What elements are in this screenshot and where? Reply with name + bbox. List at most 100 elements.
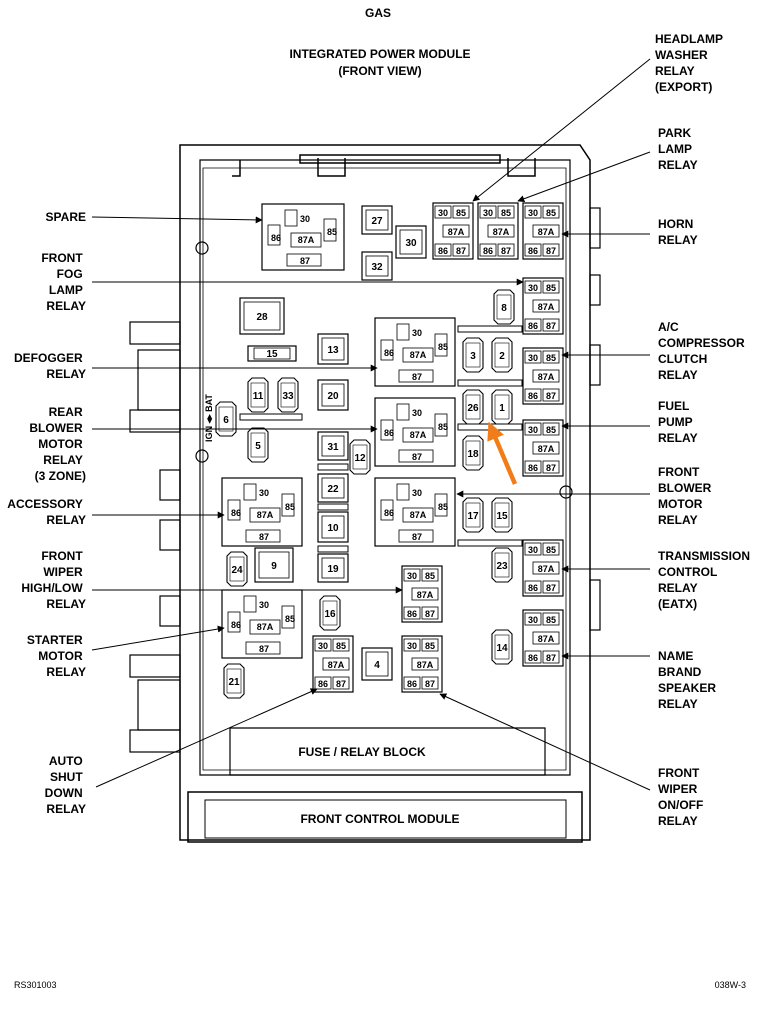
leader-spare [91, 216, 263, 224]
relay-front-wiper-on-off-pin-85: 85 [425, 641, 435, 651]
relay-front-wiper-high-low-pin-86-box [403, 606, 421, 620]
relay-ac-compressor-pin-87a: 87A [538, 372, 555, 382]
fuse-6-window [218, 406, 234, 432]
relay-defogger-body [374, 317, 456, 387]
fuse-4: 4 [361, 647, 393, 681]
relay-name-brand-pin-87a-box [532, 631, 560, 645]
relay-spare-body [261, 203, 345, 271]
relay-auto-shut-down-pin-30: 30 [318, 641, 328, 651]
relay-horn-pin-87-box [542, 243, 560, 257]
bus-bar-6 [317, 463, 349, 471]
fuse-13: 13 [317, 333, 349, 365]
relay-starter-pin-86-box [227, 611, 241, 633]
relay-headlamp-washer-pin-87: 87 [456, 246, 466, 256]
fuse-27-number: 27 [371, 216, 383, 227]
relay-accessory-pin-87a-box [249, 507, 281, 523]
fuse-30-outer [395, 225, 427, 259]
relay-auto-shut-down-pin-86-box [314, 676, 332, 690]
relay-rear-blower-body [374, 397, 456, 467]
fuse-20: 20 [317, 379, 349, 411]
relay-defogger-pin-87a: 87A [410, 350, 427, 360]
fuse-23-number: 23 [496, 561, 508, 572]
fuse-15-mini-body [491, 497, 513, 533]
relay-front-blower-pin-86-box [380, 499, 394, 521]
fuse-9-outer [254, 547, 294, 583]
relay-auto-shut-down-pin-30-box [314, 638, 332, 652]
fuse-1: 1 [491, 389, 513, 425]
relay-defogger-pin-86-box [380, 339, 394, 361]
fuse-33-window [280, 382, 296, 408]
fuse-12-number: 12 [354, 453, 366, 464]
relay-headlamp-washer-pin-86: 86 [438, 246, 448, 256]
relay-spare-pin-30: 30 [300, 214, 310, 224]
relay-front-fog-pin-86: 86 [528, 321, 538, 331]
relay-front-wiper-high-low-pin-30: 30 [407, 571, 417, 581]
relay-name-brand-pin-87-box [542, 650, 560, 664]
relay-name-brand-pin-86: 86 [528, 653, 538, 663]
relay-park-lamp-pin-86-box [479, 243, 497, 257]
relay-accessory-pin-30: 30 [259, 488, 269, 498]
fuse-12: 12 [349, 439, 371, 475]
fuse-16-window [322, 600, 338, 626]
fuse-15-cartridge-number: 15 [266, 349, 278, 360]
bus-bar-5 [239, 413, 303, 421]
fuse-15-cartridge-outer [247, 345, 297, 362]
relay-name-brand-pin-87: 87 [546, 653, 556, 663]
fuse-8-number: 8 [501, 303, 507, 314]
relay-rear-blower-pin-85-box [434, 413, 448, 437]
fuse-13-inner [321, 337, 345, 361]
relay-ac-compressor-pin-87: 87 [546, 391, 556, 401]
relay-front-blower-pin-30: 30 [412, 488, 422, 498]
relay-park-lamp-pin-87-box [497, 243, 515, 257]
fuse-11: 11 [247, 377, 269, 413]
relay-transmission-pin-85-box [542, 542, 560, 556]
relay-accessory-pin-87: 87 [259, 532, 269, 542]
relay-front-blower-pin-87-box [398, 529, 434, 543]
relay-transmission-pin-87a: 87A [538, 564, 555, 574]
relay-transmission-pin-86: 86 [528, 583, 538, 593]
relay-transmission-pin-87: 87 [546, 583, 556, 593]
label-defogger-relay: DEFOGGER RELAY [14, 351, 86, 381]
fuse-11-window [250, 382, 266, 408]
relay-auto-shut-down-pin-85-box [332, 638, 350, 652]
fuse-19-outer [317, 553, 349, 583]
leader-front-wiper-onoff [439, 693, 651, 791]
fuse-15-mini: 15 [491, 497, 513, 533]
relay-fuel-pump-pin-86: 86 [528, 463, 538, 473]
fuse-24-number: 24 [231, 565, 243, 576]
fuse-17-number: 17 [467, 511, 479, 522]
housing-side-clips [129, 207, 601, 753]
leader-park-lamp [517, 151, 651, 203]
relay-starter-pin-30-box [243, 595, 257, 613]
relay-transmission-pin-86-box [524, 580, 542, 594]
bus-bar-1 [457, 325, 523, 333]
fuse-26-body [462, 389, 484, 425]
relay-headlamp-washer-pin-85-box [452, 205, 470, 219]
fuse-27-outer [361, 205, 393, 235]
fuse-33: 33 [277, 377, 299, 413]
fuse-6-body [215, 401, 237, 437]
relay-auto-shut-down-pin-85: 85 [336, 641, 346, 651]
relay-spare-pin-86-box [267, 224, 281, 246]
fuse-17: 17 [462, 497, 484, 533]
label-auto-shut-down-relay: AUTO SHUT DOWN RELAY [45, 754, 86, 816]
fuse-27: 27 [361, 205, 393, 235]
fuse-21: 21 [223, 663, 245, 699]
relay-spare-pin-85-box [323, 218, 337, 242]
bus-bar-4 [457, 539, 523, 547]
fuse-32-outer [361, 251, 393, 281]
relay-horn-pin-30-box [524, 205, 542, 219]
fuse-12-window [352, 444, 368, 470]
relay-front-blower-pin-87: 87 [412, 532, 422, 542]
fuse-15-cartridge: 15 [247, 345, 297, 362]
relay-park-lamp-pin-30: 30 [483, 208, 493, 218]
relay-name-brand-pin-30-box [524, 612, 542, 626]
fuse-21-number: 21 [228, 677, 240, 688]
relay-front-blower-pin-85-box [434, 493, 448, 517]
